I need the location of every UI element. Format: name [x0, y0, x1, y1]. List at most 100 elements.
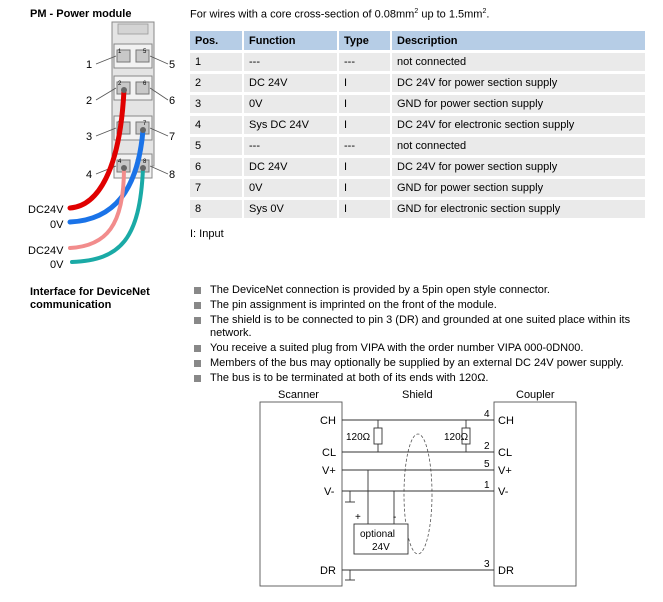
cell-type: I: [337, 95, 390, 113]
coupler-signal-ch: CH: [498, 415, 514, 427]
coupler-pin-number: 3: [484, 559, 490, 570]
cell-pos: 4: [190, 116, 242, 134]
coupler-signal-vminus: V-: [498, 486, 509, 498]
wire-label-dc24v: DC24V: [28, 245, 64, 257]
slot-number: 5: [143, 49, 147, 55]
header-description: Description: [390, 31, 645, 50]
cell-type: ---: [337, 137, 390, 155]
cell-function: Sys 0V: [242, 200, 337, 218]
cell-description: GND for electronic section supply: [390, 200, 645, 218]
cell-function: ---: [242, 53, 337, 71]
cell-pos: 3: [190, 95, 242, 113]
cell-type: I: [337, 200, 390, 218]
minus-sign: -: [393, 512, 396, 523]
list-item: Members of the bus may optionally be sup…: [192, 357, 642, 370]
table-row: 5------not connected: [190, 137, 645, 155]
list-item: The DeviceNet connection is provided by …: [192, 284, 642, 297]
cell-description: DC 24V for electronic section supply: [390, 116, 645, 134]
table-row: 1------not connected: [190, 53, 645, 71]
cell-type: I: [337, 158, 390, 176]
coupler-signal-vplus: V+: [498, 465, 512, 477]
cell-function: Sys DC 24V: [242, 116, 337, 134]
shield-ellipse: [403, 433, 433, 555]
coupler-box: [493, 401, 577, 587]
terminal-slot-row-1: [113, 43, 153, 69]
pin-label-right: 6: [169, 95, 175, 107]
slot-number: 2: [118, 81, 122, 87]
bullet-square-icon: [194, 345, 201, 352]
slot-number: 6: [143, 81, 147, 87]
cell-pos: 6: [190, 158, 242, 176]
pin-label-right: 5: [169, 59, 175, 71]
bullet-square-icon: [194, 317, 201, 324]
coupler-signal-cl: CL: [498, 447, 512, 459]
pin-label-left: 3: [86, 131, 92, 143]
optional-label: optional: [360, 529, 395, 540]
table-header-row: Pos. Function Type Description: [190, 31, 645, 50]
scanner-label: Scanner: [278, 389, 319, 401]
bullet-square-icon: [194, 360, 201, 367]
slot-number: 1: [118, 49, 122, 55]
list-item: The bus is to be terminated at both of i…: [192, 372, 642, 385]
slot-number: 4: [118, 159, 122, 165]
optional-supply-box: [353, 523, 409, 555]
wire-label-0v: 0V: [50, 219, 64, 231]
cell-function: 0V: [242, 179, 337, 197]
header-function: Function: [242, 31, 337, 50]
bullet-square-icon: [194, 302, 201, 309]
devicenet-bullet-list: The DeviceNet connection is provided by …: [192, 284, 642, 387]
devicenet-wiring-diagram: Scanner Shield Coupler: [258, 386, 578, 596]
wire-cross-section-note: For wires with a core cross-section of 0…: [190, 8, 490, 21]
cell-function: ---: [242, 137, 337, 155]
coupler-label: Coupler: [516, 389, 555, 401]
cell-pos: 5: [190, 137, 242, 155]
cell-type: I: [337, 116, 390, 134]
cell-description: GND for power section supply: [390, 95, 645, 113]
power-module-illustration: 1 5 2 6 3 7 4 8 1 2 3 4 5 6 7 8: [28, 20, 180, 280]
cell-function: DC 24V: [242, 158, 337, 176]
cell-description: DC 24V for power section supply: [390, 158, 645, 176]
slot-number: 7: [143, 121, 147, 127]
devicenet-section-title: Interface for DeviceNet communication: [30, 286, 150, 311]
wire-label-0v: 0V: [50, 259, 64, 271]
pin-label-left: 2: [86, 95, 92, 107]
resistor-left: [373, 427, 383, 445]
cell-function: DC 24V: [242, 74, 337, 92]
list-item: The pin assignment is imprinted on the f…: [192, 299, 642, 312]
pin-label-left: 1: [86, 59, 92, 71]
bullet-square-icon: [194, 375, 201, 382]
optional-voltage-label: 24V: [372, 542, 390, 553]
type-legend-note: I: Input: [190, 228, 224, 240]
wire-pink: [68, 166, 126, 250]
cell-type: ---: [337, 53, 390, 71]
cell-description: not connected: [390, 137, 645, 155]
coupler-signal-dr: DR: [498, 565, 514, 577]
cell-description: GND for power section supply: [390, 179, 645, 197]
resistor-left-label: 120Ω: [346, 432, 371, 443]
pin-label-right: 7: [169, 131, 175, 143]
cell-pos: 2: [190, 74, 242, 92]
pin-label-right: 8: [169, 169, 175, 181]
resistor-right: [461, 427, 471, 445]
header-pos: Pos.: [190, 31, 242, 50]
pin-label-left: 4: [86, 169, 92, 181]
scanner-signal-dr: DR: [320, 565, 336, 577]
scanner-signal-cl: CL: [322, 447, 336, 459]
pin-assignment-table: Pos. Function Type Description 1------no…: [190, 28, 645, 221]
list-item: The shield is to be connected to pin 3 (…: [192, 314, 642, 340]
bullet-square-icon: [194, 287, 201, 294]
wire-label-dc24v: DC24V: [28, 204, 64, 216]
shield-label: Shield: [402, 389, 433, 401]
pm-section-title: PM - Power module: [30, 8, 132, 20]
list-item: You receive a suited plug from VIPA with…: [192, 342, 642, 355]
plus-sign: +: [355, 512, 361, 523]
cell-type: I: [337, 179, 390, 197]
scanner-signal-vminus: V-: [324, 486, 335, 498]
wire-red: [67, 87, 127, 211]
terminal-slot-row-2: [113, 75, 153, 101]
